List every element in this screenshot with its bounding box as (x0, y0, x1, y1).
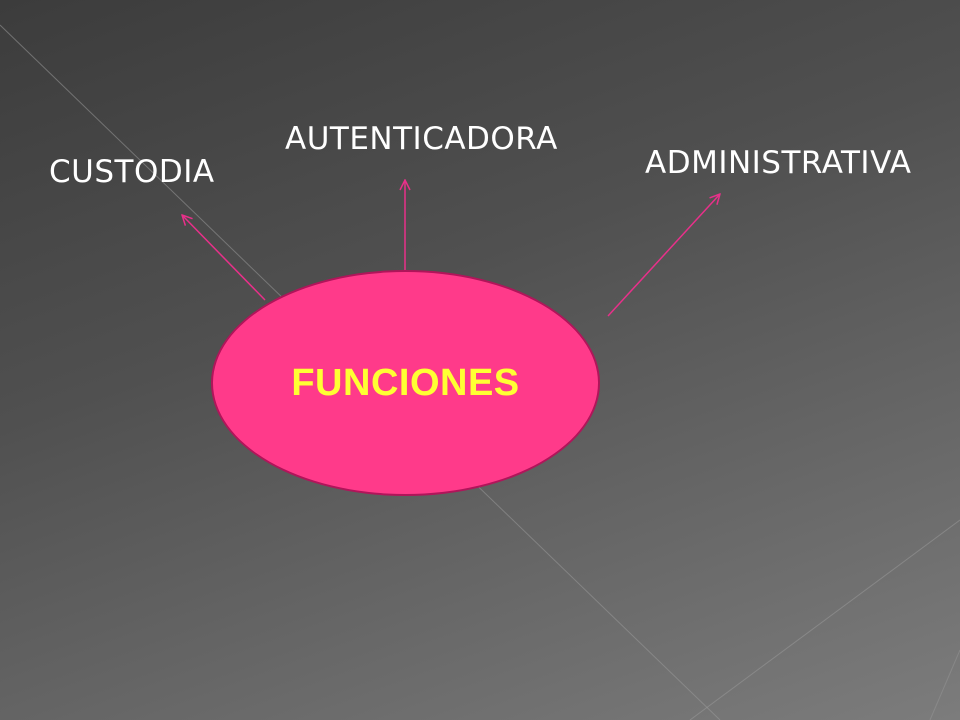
background-diagonal-line (929, 649, 960, 720)
branch-label-autenticadora: AUTENTICADORA (285, 121, 558, 157)
connector-arrow-administrativa (607, 194, 720, 317)
branch-label-administrativa: ADMINISTRATIVA (645, 145, 912, 181)
center-node-label: FUNCIONES (291, 361, 520, 404)
background-diagonal-line (689, 519, 960, 720)
branch-label-custodia: CUSTODIA (49, 154, 215, 190)
center-node-ellipse: FUNCIONES (211, 270, 600, 496)
connector-arrow-custodia (182, 215, 266, 301)
